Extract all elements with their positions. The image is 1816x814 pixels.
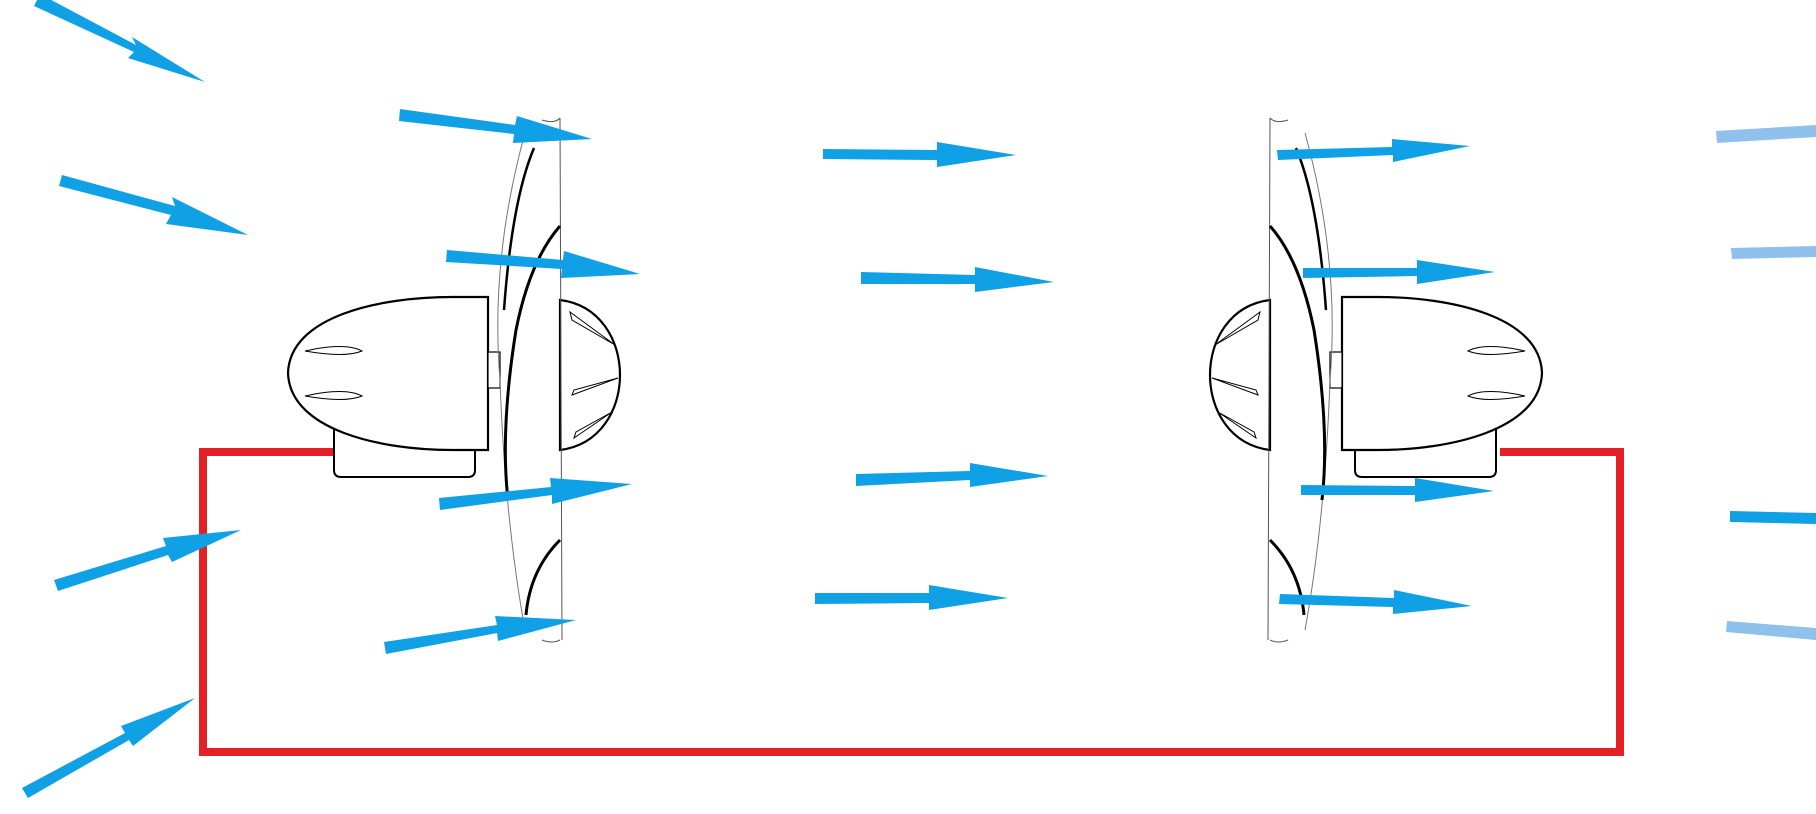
flow-arrow-icon bbox=[59, 175, 248, 235]
turbine-left bbox=[286, 116, 622, 644]
flow-arrow-icon bbox=[22, 698, 195, 798]
flow-arrow-icon bbox=[861, 267, 1054, 292]
flow-arrow-icon bbox=[1301, 478, 1494, 502]
flow-arrow-icon bbox=[384, 616, 576, 654]
flow-arrow-icon bbox=[1731, 246, 1816, 259]
flow-arrow-icon bbox=[856, 463, 1048, 487]
rotor-arrows-right bbox=[1277, 139, 1495, 614]
flow-arrow-icon bbox=[54, 530, 241, 591]
flow-arrow-icon bbox=[446, 250, 640, 278]
flow-arrow-icon bbox=[1279, 590, 1472, 614]
flow-arrow-icon bbox=[1277, 139, 1470, 162]
connection-loop bbox=[199, 448, 1624, 756]
inflow-arrows bbox=[22, 0, 248, 798]
flow-arrow-icon bbox=[1303, 260, 1495, 284]
flow-arrow-icon bbox=[823, 142, 1016, 167]
flow-arrow-icon bbox=[1730, 511, 1816, 524]
flow-arrow-icon bbox=[34, 0, 205, 82]
rotor-arrows-left bbox=[384, 109, 640, 654]
flow-arrow-icon bbox=[1716, 125, 1816, 143]
outflow-arrows bbox=[1716, 125, 1816, 640]
wake-arrows-middle bbox=[815, 142, 1054, 610]
flow-arrow-icon bbox=[815, 585, 1008, 610]
turbine-right bbox=[1208, 116, 1544, 644]
flow-arrow-icon bbox=[1726, 621, 1816, 640]
flow-arrow-icon bbox=[399, 109, 592, 143]
flow-arrow-icon bbox=[439, 478, 632, 510]
